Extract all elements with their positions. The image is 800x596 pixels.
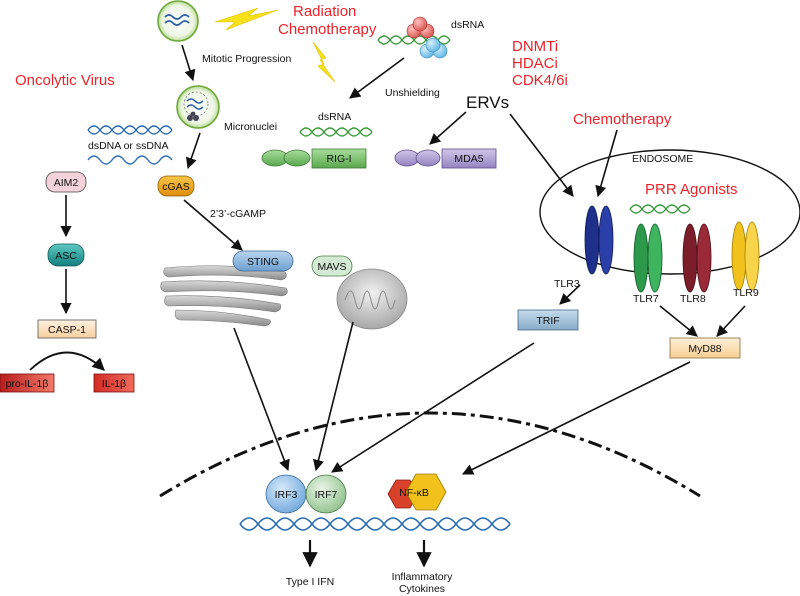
mavs-label: MAVS: [318, 261, 347, 273]
dsrna-mid-label: dsRNA: [318, 111, 351, 123]
nfkb-label: NF-κB: [399, 487, 429, 499]
cell-nucleus-icon: [157, 0, 199, 42]
mavs-node: [311, 255, 353, 277]
irf3-label: IRF3: [275, 489, 298, 501]
arrow-tlr9-myd88: [716, 305, 746, 337]
hdaci-label: HDACi: [512, 55, 558, 72]
arrow-unshielding: [349, 57, 405, 99]
lightning-bolt-icon: [312, 41, 336, 83]
aim2-node: [45, 171, 87, 193]
tlr3-receptor: [584, 205, 614, 275]
tlr7-receptor: [633, 223, 663, 293]
protein-complex-icon: [406, 16, 448, 59]
cgamp-label: 2’3’-cGAMP: [210, 208, 266, 220]
chemotherapy-right-label: Chemotherapy: [573, 111, 672, 128]
trif-node: [517, 309, 579, 331]
arrow-mavs-irf7: [313, 321, 354, 472]
arrow-mitotic: [181, 44, 196, 82]
nuclear-membrane: [159, 411, 701, 498]
dsrna-mid-helix-icon: [299, 127, 373, 137]
nfkb-node: [387, 473, 447, 511]
pro-il1b-node: [0, 373, 55, 393]
tlr7-label: TLR7: [633, 293, 659, 305]
endosome-membrane: [539, 149, 800, 275]
unshielding-label: Unshielding: [385, 87, 440, 99]
tlr8-receptor: [682, 223, 712, 293]
arrow-cgas-sting: [183, 199, 243, 251]
cdk-label: CDK4/6i: [512, 72, 568, 89]
il1b-label: IL-1β: [102, 378, 126, 390]
il1b-node: [93, 373, 135, 393]
arrow-tlr3-trif: [559, 284, 581, 305]
rig-i-label: RIG-I: [326, 153, 351, 165]
mda5-receptor: [394, 148, 497, 169]
arrow-pro-il1b-to-il1b: [29, 351, 105, 371]
arrow-micronuclei-cgas: [185, 132, 201, 170]
micronuclei-cell-icon: [176, 85, 220, 129]
endoplasmic-reticulum-icon: [160, 265, 288, 327]
asc-label: ASC: [55, 250, 77, 262]
sting-label: STING: [247, 256, 279, 268]
asc-node: [47, 243, 85, 267]
tlr3-label: TLR3: [554, 278, 580, 290]
trif-label: TRIF: [536, 315, 559, 327]
rig-i-receptor: [261, 148, 367, 169]
lightning-bolt-icon: [214, 7, 279, 31]
oncolytic-virus-label: Oncolytic Virus: [15, 72, 115, 89]
dsdna-label: dsDNA or ssDNA: [88, 140, 169, 152]
irf7-node: [305, 474, 347, 514]
arrow-ervs-mda5: [429, 111, 467, 145]
arrow-tlr7-myd88: [659, 305, 698, 337]
dsdna-helix-icon: [87, 125, 173, 165]
arrow-sting-irf3: [233, 327, 290, 472]
aim2-label: AIM2: [54, 177, 79, 189]
endosome-label: ENDOSOME: [632, 153, 693, 165]
casp1-label: CASP-1: [48, 324, 86, 336]
tlr9-label: TLR9: [733, 287, 759, 299]
dnmti-label: DNMTi: [512, 38, 558, 55]
tlr9-receptor: [731, 221, 760, 291]
arrow-ervs-tlr3: [509, 113, 574, 197]
mda5-label: MDA5: [454, 153, 483, 165]
cytokines-label: Cytokines: [399, 583, 445, 595]
arrow-trif-irf: [331, 342, 535, 473]
myd88-label: MyD88: [688, 343, 721, 355]
endosome-dsrna-icon: [629, 204, 691, 214]
irf7-label: IRF7: [315, 489, 338, 501]
tlr8-label: TLR8: [680, 293, 706, 305]
myd88-node: [669, 337, 741, 359]
cgas-node: [157, 175, 195, 197]
micronuclei-label: Micronuclei: [224, 121, 277, 133]
radiation-label: Radiation: [293, 3, 356, 20]
mitotic-progression-label: Mitotic Progression: [202, 53, 291, 65]
arrow-myd88-nfkb: [461, 361, 691, 475]
mitochondrion-icon: [336, 268, 408, 330]
inflammatory-label: Inflammatory: [392, 571, 453, 583]
casp1-node: [37, 319, 97, 339]
cgas-label: cGAS: [162, 181, 189, 193]
dsrna-top-label: dsRNA: [451, 19, 484, 31]
pro-il1b-label: pro-IL-1β: [6, 378, 49, 390]
chemotherapy-top-label: Chemotherapy: [278, 21, 377, 38]
sting-node: [232, 250, 294, 272]
type1-ifn-label: Type I IFN: [286, 576, 334, 588]
arrow-chemo-endosome: [595, 129, 618, 198]
ervs-label: ERVs: [466, 93, 509, 112]
genomic-dna-helix-icon: [239, 517, 511, 531]
prr-agonists-label: PRR Agonists: [645, 181, 738, 198]
